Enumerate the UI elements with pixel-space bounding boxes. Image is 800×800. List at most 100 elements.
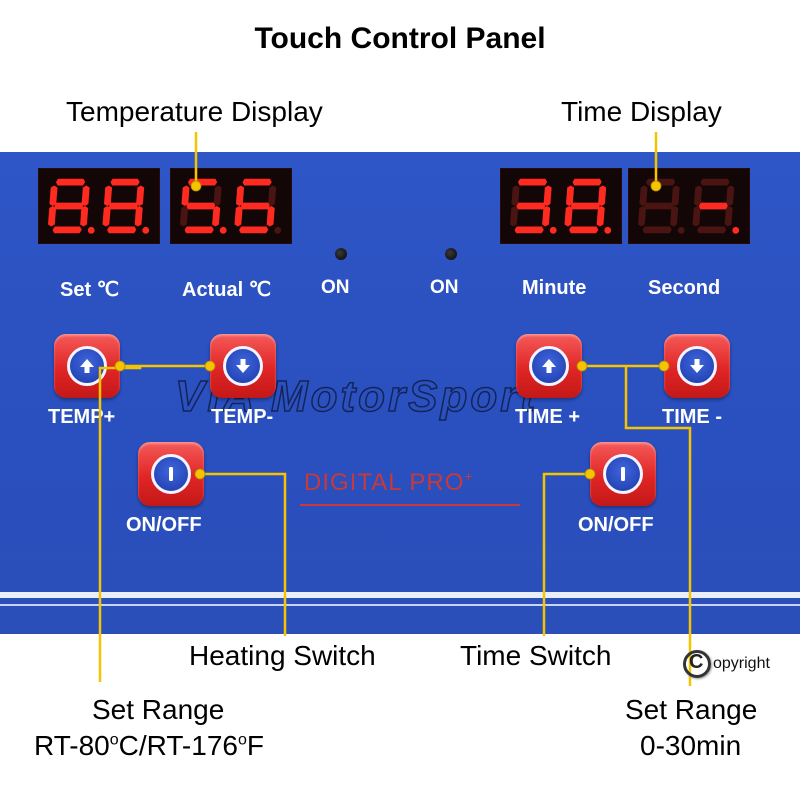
segment-f	[235, 185, 245, 206]
segment-f	[693, 185, 703, 206]
segment-e	[102, 206, 111, 227]
brand-name: DIGITAL PRO	[304, 469, 465, 496]
time-on-off-label: ON/OFF	[578, 514, 654, 536]
heat-on-indicator	[335, 248, 347, 260]
degree-mark: o	[109, 731, 119, 749]
heating-on-off-label: ON/OFF	[126, 514, 202, 536]
segment-b	[81, 185, 90, 206]
temp-range-part-c: F	[246, 730, 264, 761]
segment-a	[645, 178, 676, 186]
copyright-letter: C	[689, 651, 704, 673]
time-minus-button[interactable]	[664, 334, 730, 398]
set-temperature-digits	[47, 178, 150, 234]
heat-on-label: ON	[321, 277, 350, 298]
temp-range-part-a: RT-80	[34, 730, 110, 761]
segment-g	[240, 202, 270, 210]
segment-b	[598, 185, 607, 206]
segment-g	[516, 202, 546, 210]
segment-f	[639, 185, 648, 206]
segment-d	[184, 226, 214, 234]
second-digits	[637, 178, 740, 234]
segment-b	[136, 185, 145, 206]
temp-minus-label: TEMP-	[211, 406, 274, 428]
segment-f	[565, 185, 575, 206]
segment-b	[543, 185, 552, 206]
segment-c	[266, 206, 275, 227]
decimal-point	[549, 226, 557, 234]
decimal-point	[604, 226, 612, 234]
segment-d	[642, 226, 672, 234]
set-temperature-display	[38, 168, 160, 244]
copyright-circle	[683, 650, 711, 678]
time-plus-button[interactable]	[516, 334, 582, 398]
time-on-off-button[interactable]	[590, 442, 656, 506]
power-icon	[169, 467, 173, 481]
arrow-down-icon	[236, 359, 250, 373]
heating-on-off-button[interactable]	[138, 442, 204, 506]
minute-digits	[509, 178, 612, 234]
segment-f	[511, 185, 520, 206]
segment-c	[596, 206, 605, 227]
segment-f	[103, 185, 113, 206]
temp-range-part-b: C/RT-176	[118, 730, 238, 761]
segment-d	[52, 226, 82, 234]
segment-b	[213, 185, 222, 206]
brand-underline	[300, 504, 520, 506]
actual-temperature-display	[170, 168, 292, 244]
time-minus-label: TIME -	[662, 406, 722, 428]
second-display	[628, 168, 750, 244]
segment-d	[514, 226, 544, 234]
temp-plus-button[interactable]	[54, 334, 120, 398]
segment-a	[517, 178, 548, 186]
set-temp-label: Set ℃	[60, 279, 120, 301]
segment-g	[108, 202, 138, 210]
second-label: Second	[648, 277, 721, 299]
copyright-mark: C opyright	[683, 650, 783, 680]
time-on-indicator	[445, 248, 457, 260]
decimal-point	[219, 226, 227, 234]
decimal-point	[732, 226, 740, 234]
panel-stripe-thin	[0, 604, 800, 606]
decimal-point	[274, 226, 282, 234]
segment-a	[572, 178, 602, 186]
segment-c	[80, 206, 89, 227]
segment-c	[724, 206, 733, 227]
segment-d	[107, 226, 137, 234]
copyright-text: opyright	[713, 655, 770, 672]
temp-minus-button[interactable]	[210, 334, 276, 398]
segment-a	[187, 178, 218, 186]
segment-c	[542, 206, 551, 227]
decimal-point	[142, 226, 150, 234]
brand-plus: +	[464, 468, 474, 484]
segment-f	[181, 185, 190, 206]
segment-g	[570, 202, 600, 210]
minute-label: Minute	[522, 277, 587, 299]
power-icon	[621, 467, 625, 481]
panel-stripe	[0, 592, 800, 598]
arrow-up-icon	[542, 359, 556, 373]
segment-e	[509, 206, 519, 227]
segment-e	[47, 206, 57, 227]
actual-temp-label: Actual ℃	[182, 279, 272, 301]
segment-d	[239, 226, 269, 234]
segment-c	[134, 206, 143, 227]
segment-a	[700, 178, 730, 186]
arrow-down-icon	[690, 359, 704, 373]
temp-plus-label: TEMP+	[48, 406, 116, 428]
segment-e	[692, 206, 701, 227]
segment-g	[186, 202, 216, 210]
segment-e	[179, 206, 189, 227]
segment-b	[671, 185, 680, 206]
actual-temperature-digits	[179, 178, 282, 234]
time-range-value: 0-30min	[640, 730, 742, 761]
minute-display	[500, 168, 622, 244]
time-on-label: ON	[430, 277, 459, 298]
brand-label: DIGITAL PRO+	[304, 468, 474, 497]
segment-b	[268, 185, 277, 206]
time-switch-callout: Time Switch	[460, 640, 612, 671]
decimal-point	[87, 226, 95, 234]
heating-switch-callout: Heating Switch	[189, 640, 376, 671]
segment-e	[564, 206, 573, 227]
segment-c	[212, 206, 221, 227]
segment-e	[234, 206, 243, 227]
